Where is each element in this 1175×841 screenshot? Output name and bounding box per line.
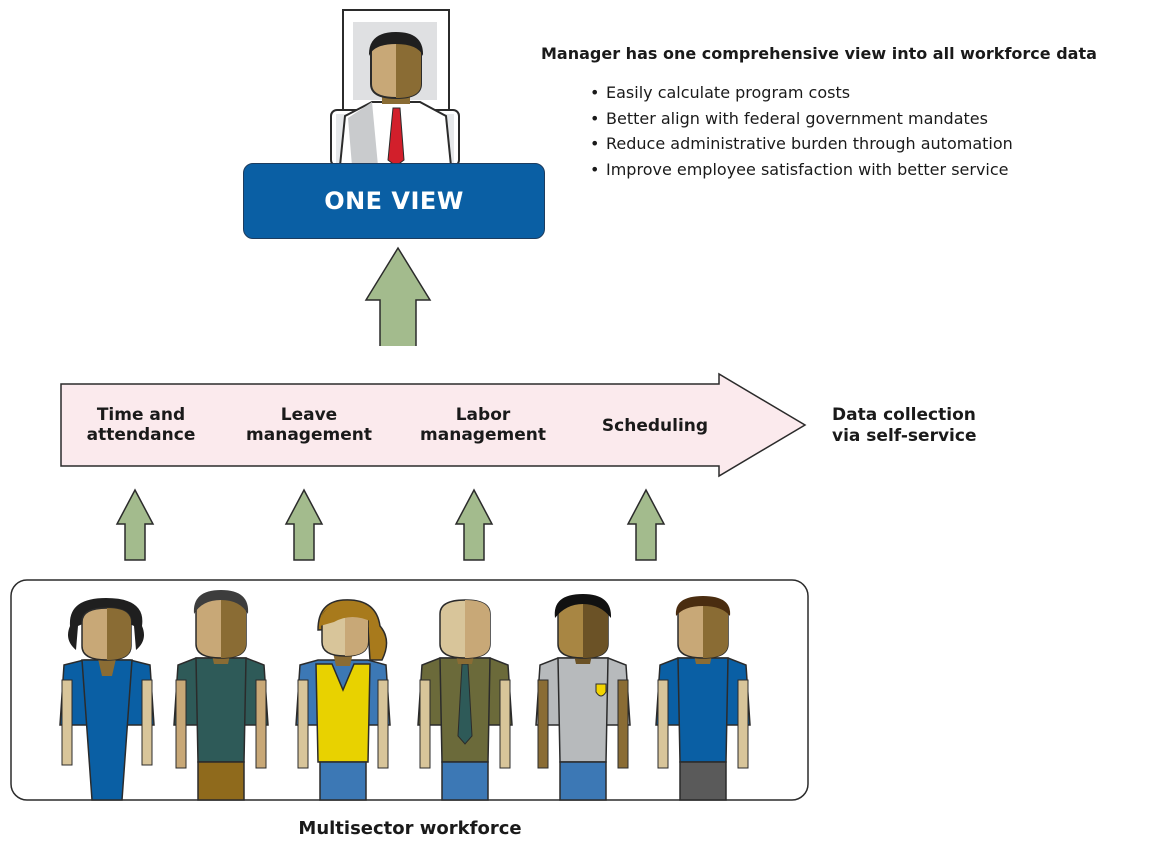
benefits-list: Easily calculate program costs Better al… — [590, 80, 1013, 182]
stage-label-time-attendance: Time and attendance — [86, 405, 196, 445]
up-arrow-icon — [454, 488, 494, 561]
man-olive-tie-icon — [417, 599, 513, 801]
up-arrow-icon — [284, 488, 324, 561]
one-view-box: ONE VIEW — [243, 163, 545, 239]
man-blue-polo-icon — [655, 596, 751, 801]
benefit-item: Better align with federal government man… — [590, 106, 1013, 132]
manager-at-monitor-icon — [330, 9, 460, 167]
one-view-label: ONE VIEW — [324, 187, 464, 215]
benefit-item: Improve employee satisfaction with bette… — [590, 157, 1013, 183]
benefit-item: Reduce administrative burden through aut… — [590, 131, 1013, 157]
stage-label-labor-management: Labor management — [420, 405, 546, 445]
woman-yellow-vest-icon — [295, 599, 391, 801]
data-collection-label: Data collection via self-service — [832, 405, 977, 446]
manager-heading: Manager has one comprehensive view into … — [541, 44, 1097, 63]
data-collection-arrow-icon — [60, 372, 807, 478]
workforce-label: Multisector workforce — [298, 818, 522, 839]
up-arrow-main-icon — [364, 246, 432, 346]
stage-label-scheduling: Scheduling — [601, 416, 709, 436]
up-arrow-icon — [115, 488, 155, 561]
up-arrow-icon — [626, 488, 666, 561]
benefit-item: Easily calculate program costs — [590, 80, 1013, 106]
woman-blue-shirt-icon — [59, 598, 155, 801]
man-teal-shirt-icon — [173, 590, 269, 801]
stage-label-leave-management: Leave management — [246, 405, 372, 445]
guard-gray-badge-icon — [535, 594, 631, 801]
